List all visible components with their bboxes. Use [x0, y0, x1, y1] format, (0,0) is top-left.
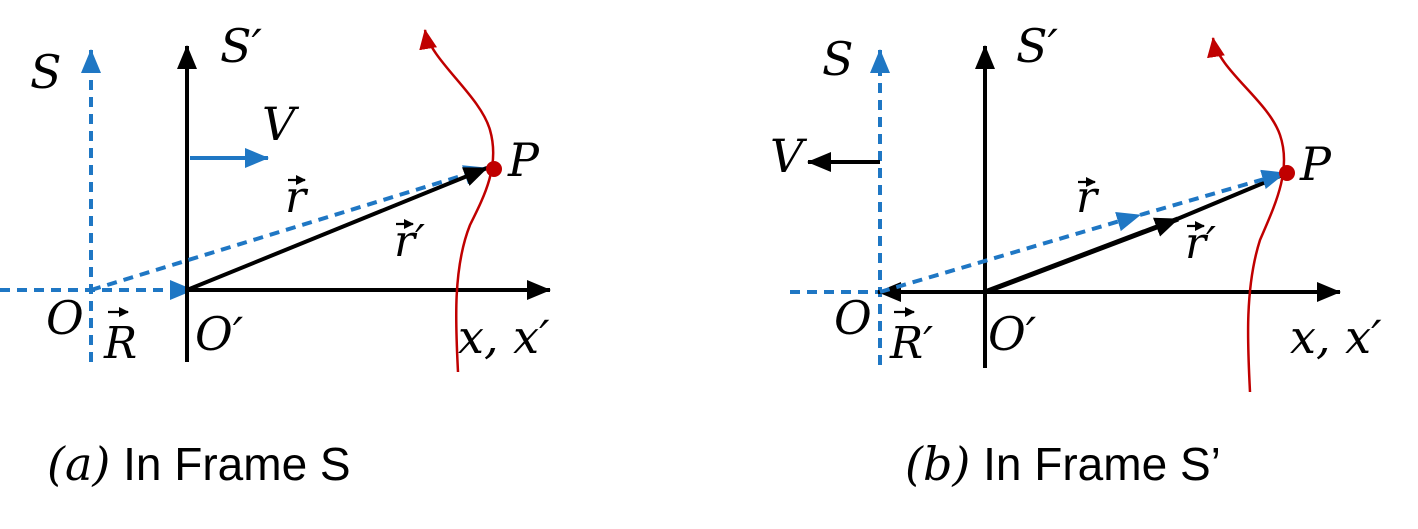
label-r: r — [1076, 172, 1100, 223]
label-s: S — [30, 45, 62, 99]
label-o: O — [834, 291, 872, 345]
label-v: V — [262, 97, 300, 151]
caption-b-var: (b) — [905, 437, 970, 491]
caption-b-text: In Frame S’ — [970, 438, 1221, 490]
rprime-vector — [186, 166, 488, 292]
label-p: P — [1299, 137, 1332, 191]
r-vector — [90, 165, 488, 292]
label-oprime: O′ — [988, 307, 1037, 361]
r-vector-tail — [1139, 169, 1286, 217]
caption-a-text: In Frame S — [110, 438, 350, 490]
panel-a: S S′ V P r r′ O R O′ x, x′ (a) In Frame … — [0, 19, 551, 491]
label-x-axis: x, x′ — [1290, 310, 1382, 364]
label-sprime: S′ — [220, 19, 263, 73]
caption-a: (a) In Frame S — [47, 437, 351, 491]
r-vector — [879, 211, 1141, 294]
trajectory-curve — [1207, 37, 1286, 393]
trajectory-curve — [419, 29, 495, 373]
caption-a-var: (a) — [47, 437, 110, 491]
label-p: P — [507, 133, 540, 187]
label-oprime: O′ — [195, 307, 244, 361]
panel-b: S S′ V P r r′ O R′ O′ x, x′ (b) In Frame… — [770, 19, 1382, 491]
point-p — [1279, 165, 1295, 181]
rprime-vector-tail — [1169, 172, 1286, 224]
label-s: S — [822, 32, 854, 86]
label-r-capital: R — [103, 318, 137, 369]
label-v: V — [770, 129, 808, 183]
caption-b: (b) In Frame S’ — [905, 437, 1221, 491]
point-p — [486, 161, 502, 177]
rprime-vector — [984, 216, 1179, 295]
label-sprime: S′ — [1016, 19, 1059, 73]
label-x-axis: x, x′ — [458, 310, 550, 364]
label-r-capital-prime: R′ — [889, 318, 933, 369]
label-o: O — [46, 291, 84, 345]
